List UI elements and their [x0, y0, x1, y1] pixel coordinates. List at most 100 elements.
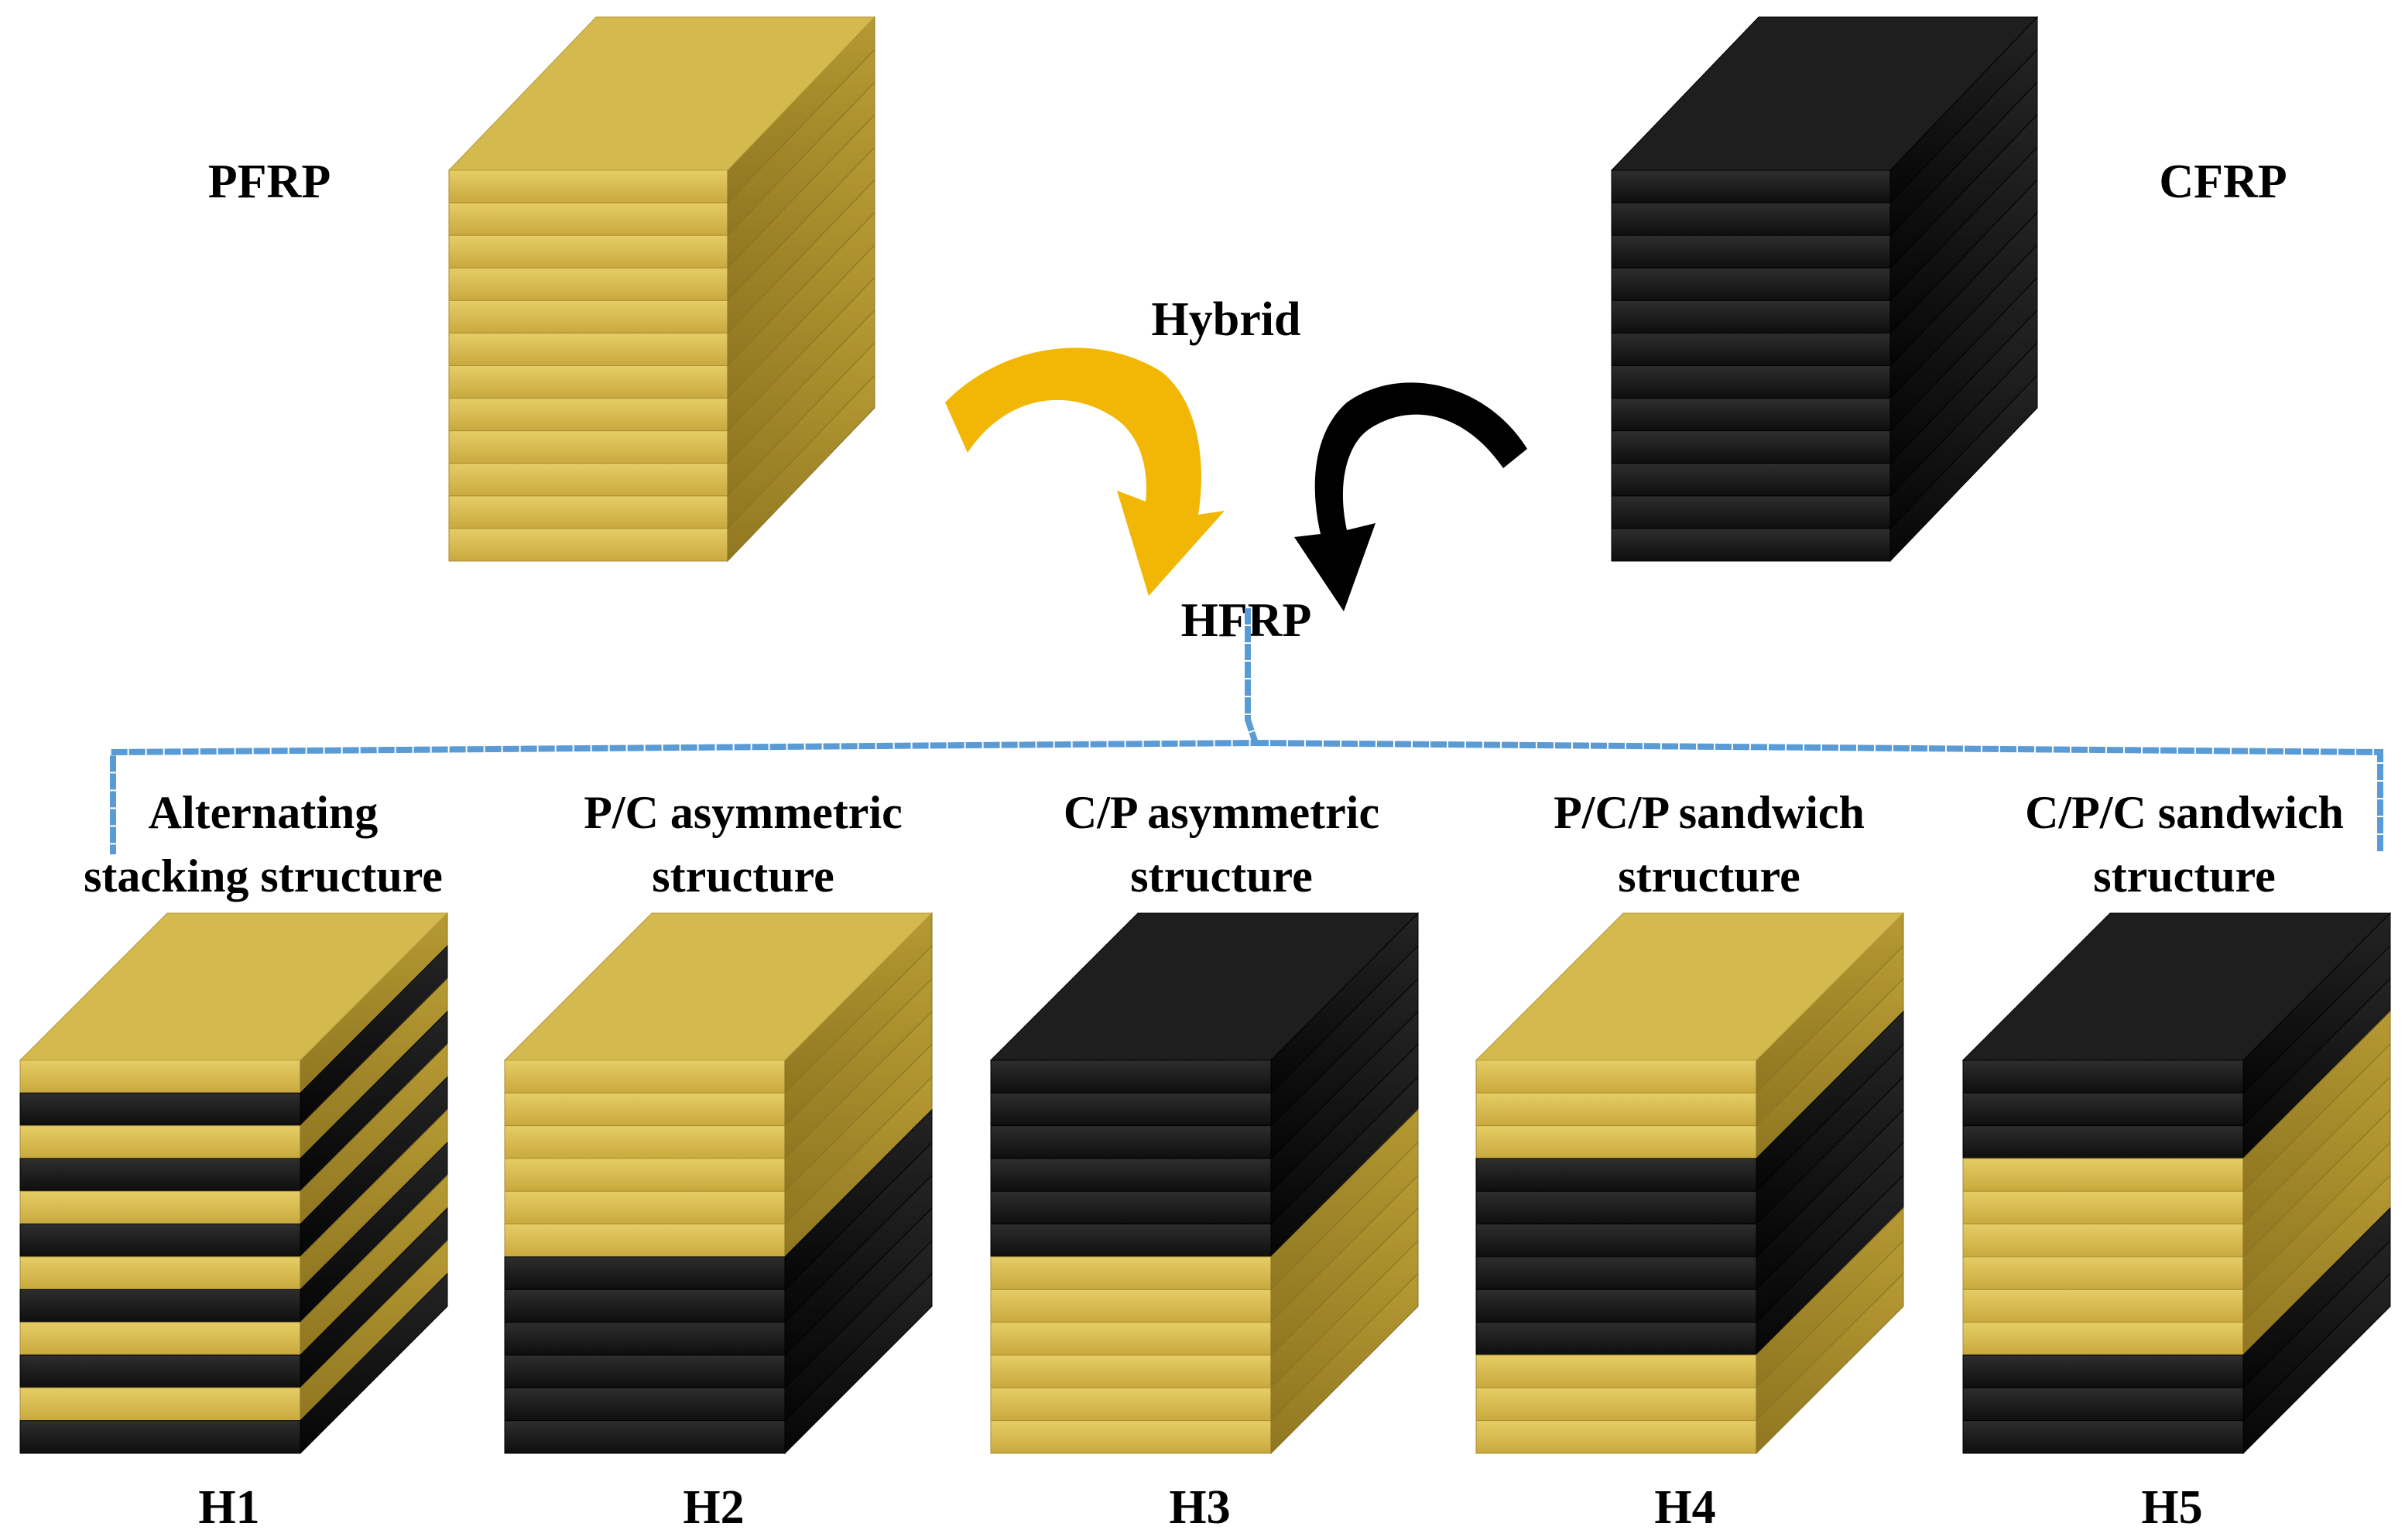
h1-layer-front-8 — [19, 1288, 301, 1323]
h2-layer-front-4 — [504, 1158, 786, 1192]
h1-layer-front-3 — [19, 1125, 301, 1159]
variant-stack-h1 — [19, 912, 449, 1455]
variant-title-h4-line2: structure — [1618, 850, 1800, 902]
h2-layer-front-12 — [504, 1420, 786, 1454]
h4-layer-side-12 — [1756, 1272, 1904, 1455]
h1-layer-front-9 — [19, 1322, 301, 1356]
pfrp-layer-front-7 — [448, 365, 728, 399]
h4-top-face — [1475, 912, 1905, 1061]
variant-label-h3: H3 — [1169, 1481, 1230, 1534]
h1-layer-front-4 — [19, 1158, 301, 1192]
variant-stacks — [19, 912, 2392, 1455]
h5-layer-front-4 — [1962, 1158, 2244, 1192]
pfrp-layer-front-12 — [448, 528, 728, 562]
variant-label-h5: H5 — [2141, 1481, 2202, 1534]
h5-layer-front-5 — [1962, 1190, 2244, 1225]
variant-title-h2-line1: P/C asymmetric — [584, 787, 903, 838]
h4-layer-front-12 — [1475, 1420, 1757, 1454]
variant-title-h5-line2: structure — [2093, 850, 2276, 902]
h4-layer-front-5 — [1475, 1190, 1757, 1225]
h3-layer-front-5 — [990, 1190, 1272, 1225]
pfrp-layer-side-12 — [727, 374, 875, 563]
cfrp-layer-front-6 — [1611, 332, 1891, 366]
h1-layer-front-5 — [19, 1190, 301, 1225]
variant-label-h4: H4 — [1654, 1481, 1715, 1534]
cfrp-layer-front-5 — [1611, 299, 1891, 334]
pfrp-label: PFRP — [208, 156, 331, 208]
variant-title-h4-line1: P/C/P sandwich — [1554, 787, 1865, 838]
h4-layer-front-2 — [1475, 1092, 1757, 1127]
h2-layer-front-5 — [504, 1190, 786, 1225]
cfrp-layer-front-1 — [1611, 169, 1891, 204]
h4-layer-front-1 — [1475, 1059, 1757, 1093]
h2-layer-front-6 — [504, 1223, 786, 1258]
h4-layer-front-6 — [1475, 1223, 1757, 1258]
h2-layer-front-8 — [504, 1288, 786, 1323]
h4-layer-front-8 — [1475, 1288, 1757, 1323]
pfrp-layer-front-4 — [448, 267, 728, 301]
h2-layer-front-10 — [504, 1354, 786, 1388]
h3-layer-side-12 — [1270, 1272, 1419, 1455]
h5-layer-front-9 — [1962, 1322, 2244, 1356]
h5-layer-front-12 — [1962, 1420, 2244, 1454]
h5-layer-side-12 — [2242, 1272, 2391, 1455]
h2-layer-front-2 — [504, 1092, 786, 1127]
h1-layer-front-6 — [19, 1223, 301, 1258]
variant-title-h3-line1: C/P asymmetric — [1064, 787, 1379, 838]
h5-top-face — [1961, 912, 2392, 1061]
h1-layer-front-2 — [19, 1092, 301, 1127]
pfrp-layer-front-9 — [448, 430, 728, 464]
h5-layer-front-7 — [1962, 1256, 2244, 1290]
pfrp-layer-front-3 — [448, 234, 728, 269]
h4-layer-front-9 — [1475, 1322, 1757, 1356]
h3-layer-front-12 — [990, 1420, 1272, 1454]
h3-layer-front-6 — [990, 1223, 1272, 1258]
cfrp-curved-arrow-icon — [1294, 382, 1527, 611]
pfrp-layer-front-2 — [448, 202, 728, 236]
h1-layer-front-7 — [19, 1256, 301, 1290]
h2-layer-side-12 — [784, 1272, 933, 1455]
variant-title-h1-line2: stacking structure — [84, 850, 443, 902]
pfrp-curved-arrow-icon — [945, 347, 1225, 596]
h3-layer-front-2 — [990, 1092, 1272, 1127]
pfrp-layer-front-8 — [448, 398, 728, 432]
variant-title-h3-line2: structure — [1130, 850, 1313, 902]
cfrp-label: CFRP — [2159, 156, 2287, 208]
h1-layer-side-12 — [300, 1272, 448, 1455]
variant-title-h5-line1: C/P/C sandwich — [2025, 787, 2344, 838]
variant-label-h2: H2 — [683, 1481, 744, 1534]
h5-layer-front-8 — [1962, 1288, 2244, 1323]
h2-layer-front-3 — [504, 1125, 786, 1159]
variant-stack-h2 — [503, 912, 934, 1455]
variant-titles: Alternating stacking structure P/C asymmet… — [84, 787, 2344, 902]
hybrid-label: Hybrid — [1152, 293, 1301, 346]
h4-layer-front-3 — [1475, 1125, 1757, 1159]
h3-layer-front-4 — [990, 1158, 1272, 1192]
cfrp-layer-front-8 — [1611, 398, 1891, 432]
h1-layer-front-11 — [19, 1387, 301, 1422]
h2-layer-front-9 — [504, 1322, 786, 1356]
h4-layer-front-4 — [1475, 1158, 1757, 1192]
cfrp-top-face — [1610, 16, 2039, 171]
pfrp-top-face — [447, 16, 876, 171]
h4-layer-front-7 — [1475, 1256, 1757, 1290]
h2-top-face — [503, 912, 934, 1061]
h5-layer-front-1 — [1962, 1059, 2244, 1093]
variant-title-h1-line1: Alternating — [149, 787, 379, 838]
cfrp-layer-front-9 — [1611, 430, 1891, 464]
h3-layer-front-8 — [990, 1288, 1272, 1323]
h5-layer-front-11 — [1962, 1387, 2244, 1422]
cfrp-layer-front-12 — [1611, 528, 1891, 562]
h5-layer-front-6 — [1962, 1223, 2244, 1258]
cfrp-layer-side-12 — [1889, 374, 2038, 563]
h1-top-face — [19, 912, 449, 1061]
variant-stack-h3 — [989, 912, 1420, 1455]
h3-layer-front-3 — [990, 1125, 1272, 1159]
cfrp-laminate-stack — [1610, 15, 2039, 563]
variant-stack-h4 — [1475, 912, 1905, 1455]
h3-top-face — [989, 912, 1420, 1061]
cfrp-layer-front-11 — [1611, 495, 1891, 529]
pfrp-laminate-stack — [447, 15, 876, 563]
h3-layer-front-9 — [990, 1322, 1272, 1356]
h1-layer-front-12 — [19, 1420, 301, 1454]
